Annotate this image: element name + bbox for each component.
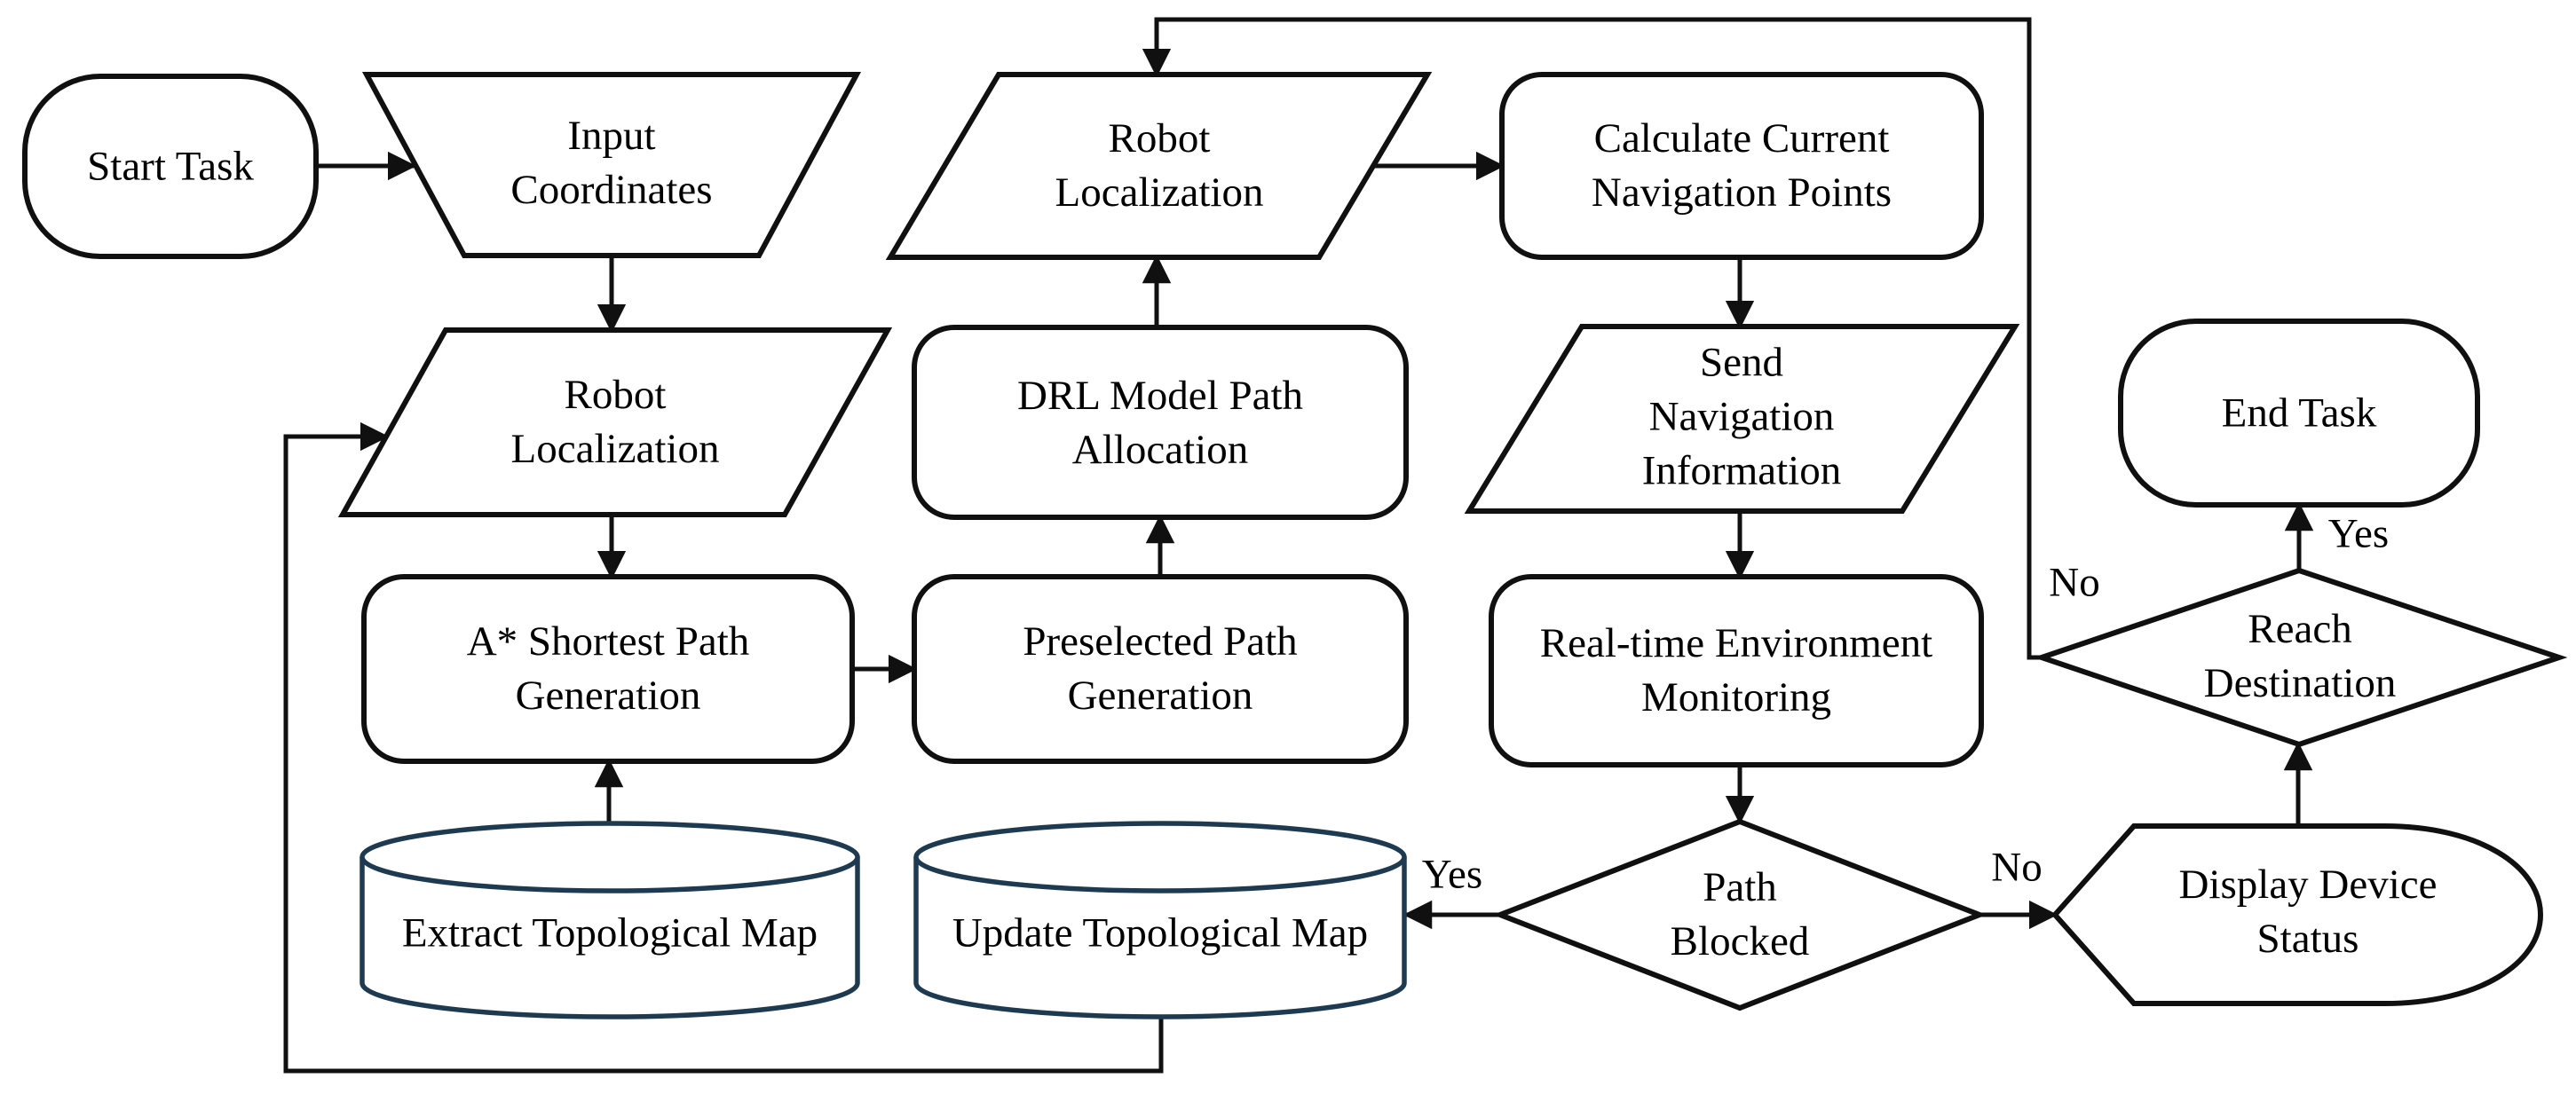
- reach-destination-no-label: No: [2049, 559, 2100, 606]
- start-task-node: [22, 74, 319, 259]
- input-coordinates-node: [361, 72, 862, 258]
- send-navigation-information-node: [1464, 324, 2020, 514]
- update-topological-map-label: Update Topological Map: [952, 909, 1369, 956]
- reach-destination-label: Reach Destination: [2203, 606, 2397, 706]
- extract-topological-map-node: [360, 857, 860, 1019]
- robot-localization-1-node: [337, 327, 893, 517]
- display-device-status-node: [2051, 823, 2544, 1006]
- realtime-environment-monitoring-node: [1489, 574, 1984, 767]
- a-star-generation-label: A* Shortest Path Generation: [466, 618, 750, 719]
- preselected-generation-label: Preselected Path Generation: [1023, 618, 1298, 719]
- display-device-status-label: Display Device Status: [2178, 862, 2438, 962]
- path-blocked-label: Path Blocked: [1670, 864, 1810, 964]
- end-task-node: [2118, 319, 2480, 508]
- preselected-generation-node: [912, 574, 1409, 764]
- calculate-navigation-points-node: [1499, 72, 1984, 260]
- end-task-label: End Task: [2221, 390, 2377, 437]
- input-coordinates-label: Input Coordinates: [510, 113, 713, 213]
- robot-localization-1-label: Robot Localization: [510, 372, 720, 472]
- calculate-navigation-points-label: Calculate Current Navigation Points: [1591, 115, 1892, 216]
- realtime-environment-monitoring-label: Real-time Environment Monitoring: [1539, 620, 1933, 720]
- path-blocked-node: [1492, 818, 1987, 1011]
- send-navigation-information-label: Send Navigation Information: [1641, 339, 1842, 494]
- extract-topological-map-label: Extract Topological Map: [401, 909, 818, 956]
- update-topological-map-node: [913, 857, 1407, 1019]
- start-task-label: Start Task: [87, 143, 254, 190]
- reach-destination-node: [2033, 567, 2568, 748]
- path-blocked-no-label: No: [1991, 844, 2043, 891]
- path-blocked-yes-label: Yes: [1421, 851, 1483, 898]
- update-topological-map-node-top: [913, 821, 1407, 893]
- drl-allocation-label: DRL Model Path Allocation: [1016, 373, 1304, 473]
- robot-localization-2-node: [885, 72, 1433, 260]
- robot-localization-2-label: Robot Localization: [1055, 115, 1264, 216]
- reach-destination-yes-label: Yes: [2327, 510, 2390, 557]
- extract-topological-map-node-top: [360, 821, 860, 893]
- drl-allocation-node: [912, 325, 1409, 520]
- a-star-generation-node: [361, 574, 855, 764]
- edge-update-map-feedback-to-robot-localization-1: [283, 421, 1164, 1074]
